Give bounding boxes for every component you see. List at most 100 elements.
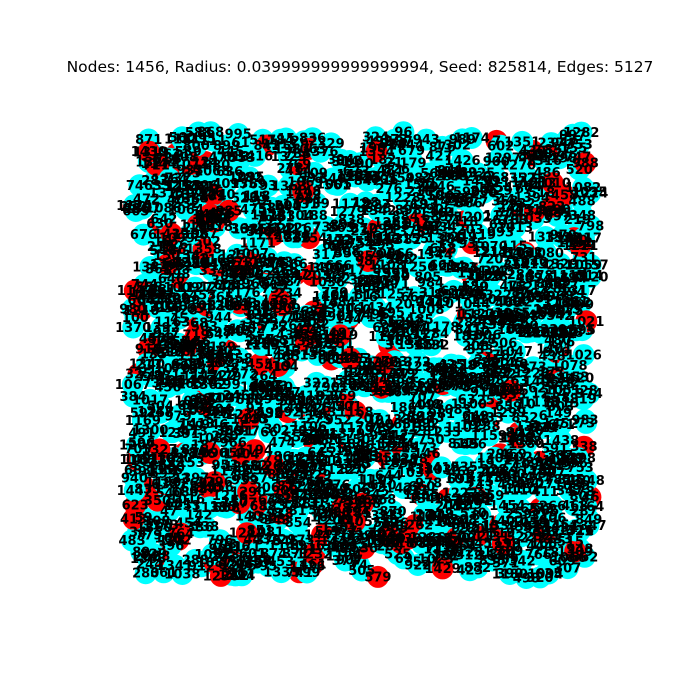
node-label: 1445 — [534, 518, 570, 533]
node-label: 1300 — [132, 424, 168, 439]
node-label: 896 — [330, 219, 357, 234]
node-label: 1346 — [517, 204, 553, 219]
node-label: 1351 — [504, 135, 540, 150]
node-label: 1345 — [397, 338, 433, 353]
node-label: 1365 — [261, 294, 297, 309]
node-label: 1446 — [419, 180, 455, 195]
node-label: 1247 — [137, 405, 173, 420]
node-label: 1406 — [523, 375, 559, 390]
node-label: 766 — [525, 548, 552, 563]
node-label: 1202 — [455, 211, 491, 226]
node-label: 1360 — [136, 521, 172, 536]
node-label: 1379 — [329, 427, 365, 442]
node-label: 1395 — [332, 352, 368, 367]
node-label: 1321 — [152, 478, 188, 493]
node-label: 1439 — [153, 227, 189, 242]
node-label: 1342 — [360, 204, 396, 219]
node-label: 1297 — [485, 152, 521, 167]
node-label: 1257 — [378, 287, 414, 302]
node-label: 1290 — [230, 486, 266, 501]
node-label: 1413 — [179, 417, 215, 432]
node-label: 1307 — [529, 467, 565, 482]
node-label: 1340 — [129, 357, 165, 372]
node-label: 1073 — [174, 395, 210, 410]
node-label: 1454 — [489, 499, 525, 514]
node-label: 1398 — [248, 384, 284, 399]
node-label: 1434 — [357, 301, 393, 316]
node-label: 1436 — [266, 256, 302, 271]
node-label: 1444 — [388, 139, 424, 154]
node-label: 1254 — [489, 312, 525, 327]
node-label: 1237 — [260, 499, 296, 514]
node-label: 1302 — [435, 139, 471, 154]
node-label: 1401 — [536, 343, 572, 358]
node-label: 1425 — [443, 262, 479, 277]
node-label: 1419 — [423, 461, 459, 476]
node-label: 1240 — [492, 358, 528, 373]
node-label: 1415 — [264, 345, 300, 360]
node-label: 1449 — [347, 451, 383, 466]
node-label: 1286 — [409, 531, 445, 546]
node-label: 1411 — [273, 223, 309, 238]
node-label: 1385 — [231, 222, 267, 237]
node-label: 1277 — [337, 170, 373, 185]
node-label: 1275 — [510, 172, 546, 187]
node-label: 1220 — [172, 256, 208, 271]
node-label: 1416 — [237, 149, 273, 164]
node-label: 1358 — [186, 243, 222, 258]
node-label: 1422 — [385, 482, 421, 497]
node-label: 1448 — [285, 185, 321, 200]
node-label: 1371 — [341, 367, 377, 382]
node-label: 1339 — [531, 323, 567, 338]
node-label: 1392 — [144, 321, 180, 336]
node-label: 1452 — [542, 417, 578, 432]
node-label: 1334 — [429, 365, 465, 380]
node-label: 1386 — [300, 348, 336, 363]
node-label: 984 — [417, 276, 444, 291]
node-label: 1316 — [526, 154, 562, 169]
node-label: 1282 — [563, 126, 599, 141]
node-label: 1112 — [363, 381, 399, 396]
node-label: 1019 — [322, 329, 358, 344]
labels-layer: 0123456789101112131415161718192021222324… — [115, 126, 609, 587]
node-label: 1168 — [337, 405, 373, 420]
node-label: 1357 — [288, 475, 324, 490]
node-label: 1197 — [206, 392, 242, 407]
node-label: 1450 — [462, 175, 498, 190]
node-label: 1453 — [180, 288, 216, 303]
node-label: 1437 — [508, 427, 544, 442]
node-label: 1309 — [557, 545, 593, 560]
node-label: 1435 — [431, 195, 467, 210]
node-label: 1067 — [115, 378, 151, 393]
node-label: 1451 — [123, 453, 159, 468]
node-label: 1420 — [558, 372, 594, 387]
node-label: 1094 — [527, 568, 563, 583]
node-label: 1355 — [154, 335, 190, 350]
node-label: 1428 — [250, 208, 286, 223]
node-label: 1418 — [288, 390, 324, 405]
node-label: 1387 — [274, 142, 310, 157]
node-label: 1455 — [192, 208, 228, 223]
node-label: 1421 — [139, 286, 175, 301]
node-label: 1432 — [189, 346, 225, 361]
node-label: 1283 — [292, 454, 328, 469]
node-label: 1405 — [337, 515, 373, 530]
node-label: 1402 — [488, 515, 524, 530]
node-label: 1333 — [263, 566, 299, 581]
node-label: 1378 — [390, 225, 426, 240]
node-label: 1429 — [425, 562, 461, 577]
node-label: 1236 — [203, 569, 239, 584]
node-label: 1335 — [528, 231, 564, 246]
node-label: 1427 — [381, 429, 417, 444]
node-label: 579 — [364, 570, 391, 585]
node-label: 1280 — [449, 522, 485, 537]
node-label: 1217 — [472, 246, 508, 261]
node-label: 1423 — [408, 411, 444, 426]
node-label: 995 — [225, 128, 252, 143]
node-label: 1390 — [318, 302, 354, 317]
node-label: 1366 — [485, 471, 521, 486]
node-label: 1212 — [229, 527, 265, 542]
node-label: 1288 — [345, 497, 381, 512]
node-label: 1367 — [124, 202, 160, 217]
